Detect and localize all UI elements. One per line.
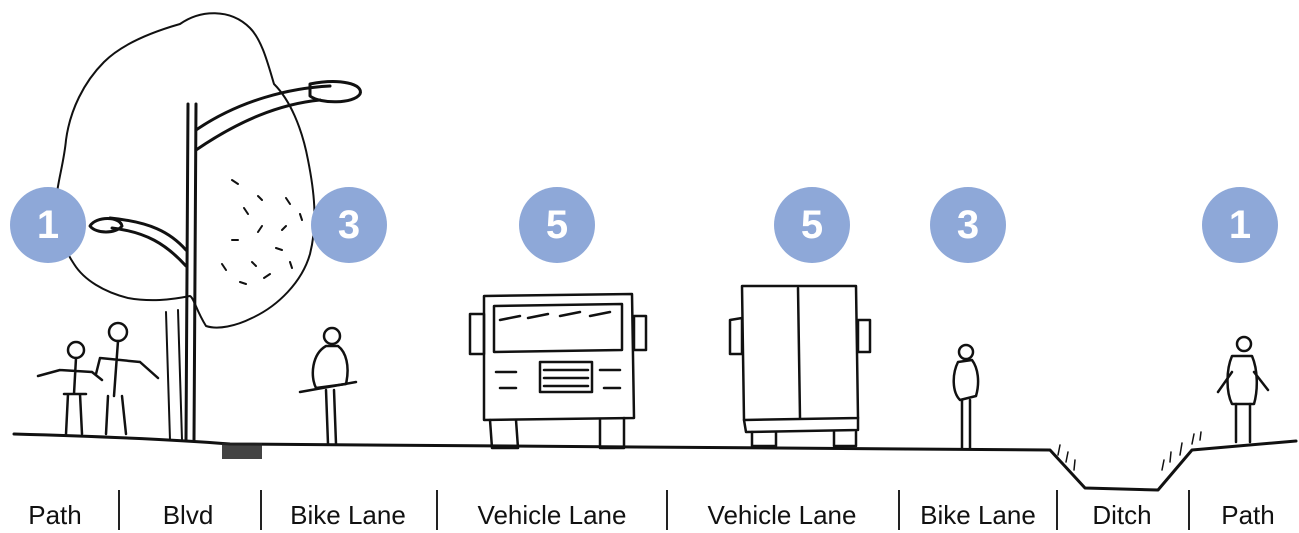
tree-canopy [54,12,316,329]
zone-label-bike-right: Bike Lane [920,500,1036,530]
zone-divider [260,490,262,530]
pedestrian-right [1216,335,1270,444]
badge-bike-right: 3 [930,187,1006,263]
zone-divider [1056,490,1058,530]
zone-divider [1188,490,1190,530]
zone-label-bike-left: Bike Lane [290,500,406,530]
badge-vehicle-right: 5 [774,187,850,263]
zone-divider [118,490,120,530]
badge-bike-left: 3 [311,187,387,263]
lamp-post [88,80,362,442]
zone-divider [898,490,900,530]
truck-rear [728,284,872,448]
ground-line [12,432,1298,492]
tree-foliage-marks [221,179,303,285]
zone-divider [666,490,668,530]
cyclist-right [952,343,980,450]
badge-path-right: 1 [1202,187,1278,263]
zone-label-path-right: Path [1221,500,1275,530]
pedestrians-left [36,321,160,436]
zone-label-ditch: Ditch [1092,500,1152,530]
ditch-grass [1057,431,1202,471]
curb [222,443,262,459]
zone-label-vehicle-left: Vehicle Lane [477,500,627,530]
badge-path-left: 1 [10,187,86,263]
zone-divider [436,490,438,530]
bus-front [468,292,648,450]
tree-trunk [165,309,183,441]
zone-label-vehicle-right: Vehicle Lane [707,500,857,530]
cyclist-left [298,326,358,446]
zone-label-path-left: Path [28,500,82,530]
zone-label-blvd: Blvd [162,500,214,530]
badge-vehicle-left: 5 [519,187,595,263]
